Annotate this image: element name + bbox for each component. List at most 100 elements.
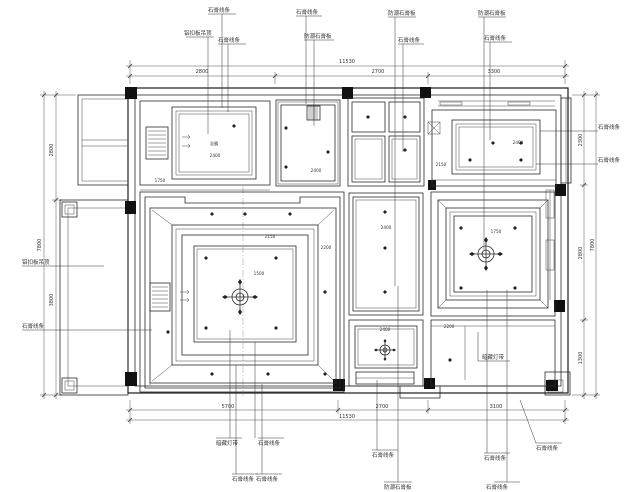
inner-dim: 2400 [513, 140, 524, 145]
downlight-icon [491, 141, 495, 145]
inner-dim: 2400 [381, 225, 392, 230]
annotation-label: 石膏线条 [536, 444, 559, 452]
downlight-icon [383, 246, 387, 250]
airflow-arrow-icon [182, 134, 191, 149]
annotation-label: 石膏线条 [598, 156, 621, 164]
inner-dim: 2400 [380, 327, 391, 332]
dim-top-seg-1: 2800 [196, 69, 209, 75]
downlight-icon [513, 226, 517, 230]
annotation-label: 石膏线条 [484, 454, 507, 462]
bath-fixture-label: 浴霸 [210, 140, 218, 147]
downlight-icon [166, 330, 170, 334]
dim-right-total: 7800 [590, 239, 596, 252]
downlight-icon [383, 290, 387, 294]
annotation-label: 防潮石膏板 [304, 32, 332, 40]
inner-dim: 2150 [265, 234, 276, 239]
downlight-icon [366, 115, 370, 119]
inner-dim: 2150 [436, 162, 447, 167]
room-living [139, 191, 345, 393]
annotation-label: 石膏线条 [258, 439, 281, 447]
downlight-icon [284, 165, 288, 169]
dimension-top [126, 60, 569, 84]
annotation-label: 石膏线条 [598, 123, 621, 131]
inner-dim: 1500 [254, 271, 265, 276]
room-middle-column [348, 192, 424, 316]
dim-right-seg-1: 2300 [578, 134, 584, 147]
dim-right-seg-3: 1300 [578, 352, 584, 365]
downlight-icon [403, 148, 407, 152]
column [342, 87, 353, 99]
annotation-label: 石膏线条 [218, 36, 241, 44]
column [420, 87, 431, 98]
downlight-icon [323, 372, 327, 376]
inner-dim: 2200 [444, 324, 455, 329]
ceiling-light-icon [374, 339, 396, 361]
column [125, 87, 137, 99]
dim-top-total: 11530 [339, 59, 355, 65]
inner-dim: 2200 [321, 245, 332, 250]
chandelier-icon [469, 237, 503, 271]
dim-bottom-seg-2: 2700 [376, 404, 389, 410]
dim-left-seg-2: 3800 [49, 294, 55, 307]
leader-lines [22, 13, 598, 483]
annotation-label: 石膏线条 [296, 8, 319, 16]
downlight-icon [513, 286, 517, 290]
dimension-left [40, 91, 76, 399]
downlight-icon [459, 226, 463, 230]
downlight-icon [288, 212, 292, 216]
room-top-grid [347, 97, 425, 187]
downlight-icon [210, 212, 214, 216]
room-bottom-small [348, 319, 424, 387]
annotation-label: 石膏线条 [484, 34, 507, 42]
annotation-label: 石膏线条 [22, 322, 45, 330]
annotation-label: 铝扣板吊顶 [22, 258, 50, 266]
exhaust-fan-icon [306, 105, 321, 121]
annotation-labels: 石膏线条 铝扣板吊顶 石膏线条 石膏线条 防潮石膏板 防潮石膏板 石膏线条 防潮… [22, 6, 621, 491]
chandelier-icon [222, 279, 258, 315]
annotation-label: 石膏线条 [372, 451, 395, 459]
annotation-label: 铝扣板吊顶 [184, 29, 212, 37]
downlight-icon [243, 212, 247, 216]
room-top-right [427, 109, 557, 187]
column [554, 300, 565, 312]
inner-dim: 1750 [491, 229, 502, 234]
annotation-label: 暗藏灯带 [482, 353, 505, 361]
annotation-label: 石膏线条 [232, 475, 255, 483]
dim-right-seg-2: 2800 [578, 247, 584, 260]
outer-walls [59, 87, 572, 399]
dim-bottom-seg-3: 3100 [490, 404, 503, 410]
downlight-icon [204, 326, 208, 330]
dim-top-seg-2: 2700 [372, 69, 385, 75]
downlight-icon [383, 210, 387, 214]
column [546, 380, 558, 391]
room-bottom-right [430, 319, 556, 387]
dim-top-seg-3: 3300 [488, 69, 501, 75]
downlight-icon [519, 141, 523, 145]
annotation-label: 暗藏灯带 [216, 439, 239, 447]
downlight-icon [274, 256, 278, 260]
room-top-middle [275, 99, 341, 187]
column [424, 378, 435, 389]
vent-grille-icon [149, 282, 171, 312]
annotation-label: 石膏线条 [398, 36, 421, 44]
dimension-right [572, 91, 600, 399]
annotation-label: 防潮石膏板 [478, 9, 506, 17]
downlight-icon [459, 286, 463, 290]
structural-columns [125, 87, 566, 391]
column [555, 184, 566, 196]
dim-left-total: 7800 [37, 239, 43, 252]
downlight-icon [448, 358, 452, 362]
dim-bottom-seg-1: 5700 [222, 404, 235, 410]
room-top-left [139, 100, 271, 191]
inner-dim: 2400 [311, 168, 322, 173]
downlight-icon [403, 115, 407, 119]
annotation-label: 防潮石膏板 [384, 483, 412, 491]
downlight-icon [274, 326, 278, 330]
downlight-icon [266, 372, 270, 376]
annotation-label: 石膏线条 [208, 6, 231, 14]
annotation-label: 防潮石膏板 [388, 9, 416, 17]
dim-left-seg-1: 2800 [49, 144, 55, 157]
downlight-icon [284, 126, 288, 130]
airflow-arrow-icon [180, 289, 190, 303]
